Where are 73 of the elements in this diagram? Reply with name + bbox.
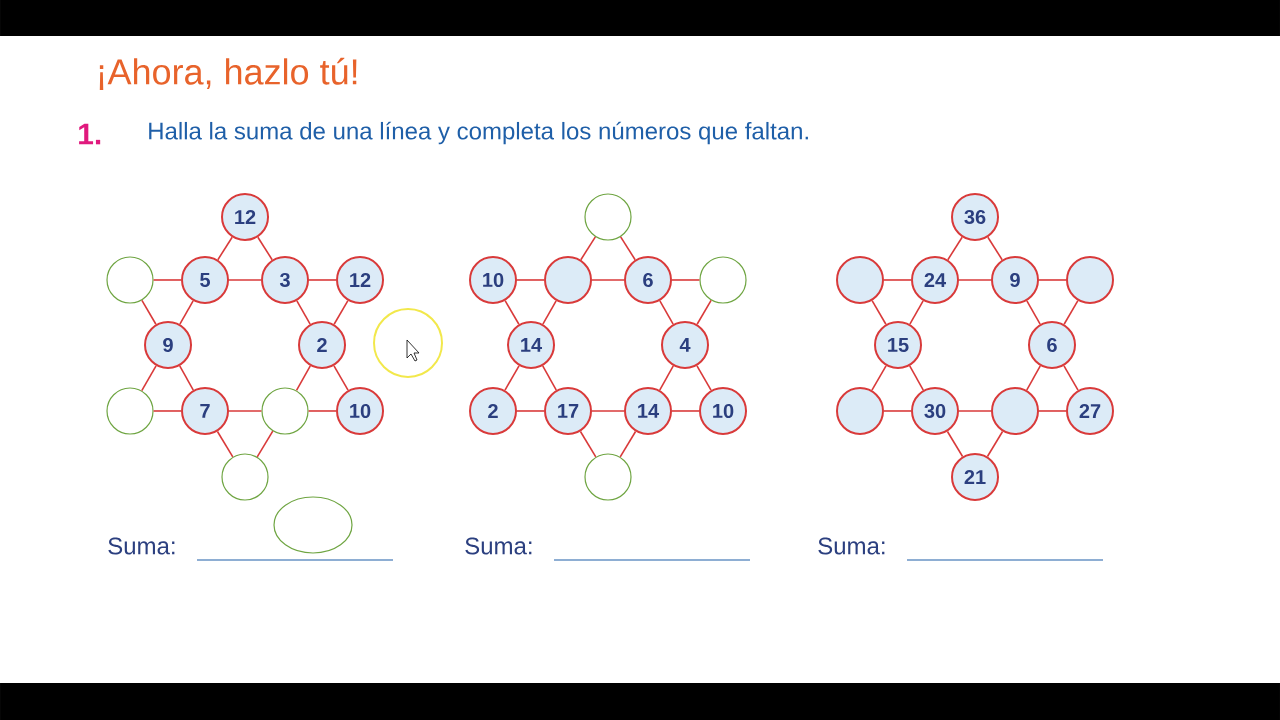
connector-line [333,299,349,326]
answer-circle [584,453,632,501]
connector-line [504,299,520,326]
answer-circle [106,387,154,435]
connector-line [619,236,636,261]
answer-circle [699,256,747,304]
number-circle [836,256,884,304]
instruction: Halla la suma de una línea y completa los números que faltan. [149,121,808,145]
connector-line [256,430,274,458]
connector-line [504,364,520,391]
connector-line [619,430,637,458]
connector-line [946,430,964,458]
connector-line [178,365,195,391]
connector-line [295,365,312,392]
connector-line [871,299,887,326]
title: ¡Ahora, hazlo tú! [99,57,357,91]
connector-line [658,365,675,391]
connector-line [308,279,337,281]
connector-line [987,236,1003,261]
sum-label: Suma: [108,537,175,555]
connector-line [1026,300,1041,325]
connector-line [883,410,912,412]
connector-line [958,279,992,281]
connector-line [216,430,234,458]
connector-line [307,410,337,412]
sum-label: Suma: [818,537,885,555]
connector-line [986,430,1004,458]
connector-line [591,279,625,281]
connector-line [179,300,194,325]
connector-line [671,279,701,281]
connector-line [141,299,157,326]
connector-line [883,279,912,281]
number-circle [991,387,1039,435]
connector-line [228,279,262,281]
number-circle [1066,256,1114,304]
connector-line [696,299,712,326]
annotation-ellipse [273,496,353,554]
connector-line [580,236,597,261]
connector-line [671,410,700,412]
number-circle [836,387,884,435]
answer-circle [106,256,154,304]
connector-line [591,410,625,412]
connector-line [871,364,887,391]
connector-line [1038,410,1067,412]
sum-label: Suma: [465,537,532,555]
connector-line [217,236,233,261]
connector-line [908,365,925,391]
exercise-number: 1. [79,123,101,145]
connector-line [1025,365,1042,391]
connector-line [659,300,674,325]
connector-line [541,365,558,391]
connector-line [152,410,182,412]
connector-line [1063,299,1079,326]
answer-circle [261,387,309,435]
connector-line [1038,279,1067,281]
connector-line [516,410,545,412]
connector-line [579,430,597,458]
answer-circle [221,453,269,501]
connector-line [696,364,712,391]
connector-line [958,410,992,412]
connector-line [947,236,963,261]
answer-circle [584,193,632,241]
connector-line [257,236,273,261]
connector-line [516,279,545,281]
number-circle [544,256,592,304]
connector-line [909,300,924,325]
connector-line [228,410,263,412]
connector-line [152,279,182,281]
connector-line [542,300,557,325]
connector-line [296,300,311,325]
connector-line [333,364,349,391]
connector-line [1063,364,1079,391]
connector-line [141,364,157,392]
